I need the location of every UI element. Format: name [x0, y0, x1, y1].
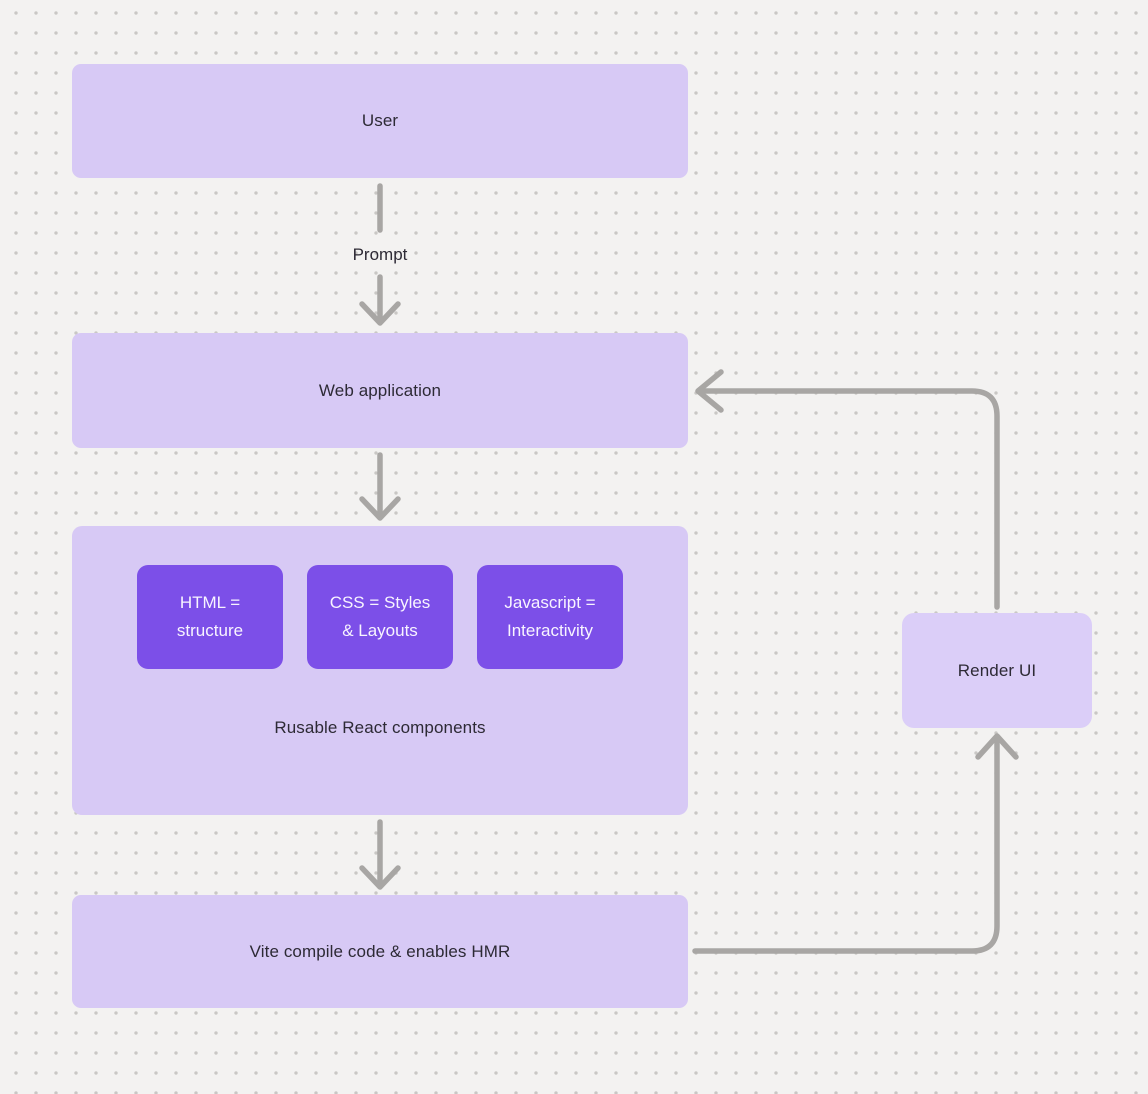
- arrow-down-icon: [359, 301, 401, 326]
- card-html-line1: HTML =: [179, 593, 241, 612]
- node-web-application-label: Web application: [318, 380, 442, 400]
- edge-label-prompt: Prompt: [300, 245, 460, 265]
- card-html: HTML = structure: [137, 565, 283, 669]
- arrow-down-icon: [359, 865, 401, 890]
- node-vite-label: Vite compile code & enables HMR: [249, 941, 511, 961]
- node-web-application: Web application: [72, 333, 688, 448]
- node-user-label: User: [361, 111, 399, 130]
- card-javascript-line1: Javascript =: [504, 593, 596, 612]
- arrow-down-icon: [359, 496, 401, 521]
- card-javascript: Javascript = Interactivity: [477, 565, 623, 669]
- node-vite: Vite compile code & enables HMR: [72, 895, 688, 1008]
- card-css: CSS = Styles & Layouts: [307, 565, 453, 669]
- group-react-components-caption: Rusable React components: [72, 718, 688, 738]
- arrow-left-icon: [695, 369, 724, 413]
- card-css-line1: CSS = Styles: [329, 593, 431, 612]
- card-html-line2: structure: [176, 621, 244, 640]
- node-render-ui-label: Render UI: [957, 660, 1037, 680]
- edge-renderui-to-webapp: [698, 388, 1000, 610]
- card-javascript-line2: Interactivity: [507, 621, 593, 640]
- node-render-ui: Render UI: [902, 613, 1092, 728]
- card-css-line2: & Layouts: [342, 621, 418, 640]
- node-user: User: [72, 64, 688, 178]
- edge-label-prompt-text: Prompt: [352, 245, 408, 264]
- group-caption-text: Rusable React components: [274, 718, 486, 737]
- arrow-up-icon: [975, 733, 1019, 760]
- edge-vite-to-renderui: [692, 739, 1000, 954]
